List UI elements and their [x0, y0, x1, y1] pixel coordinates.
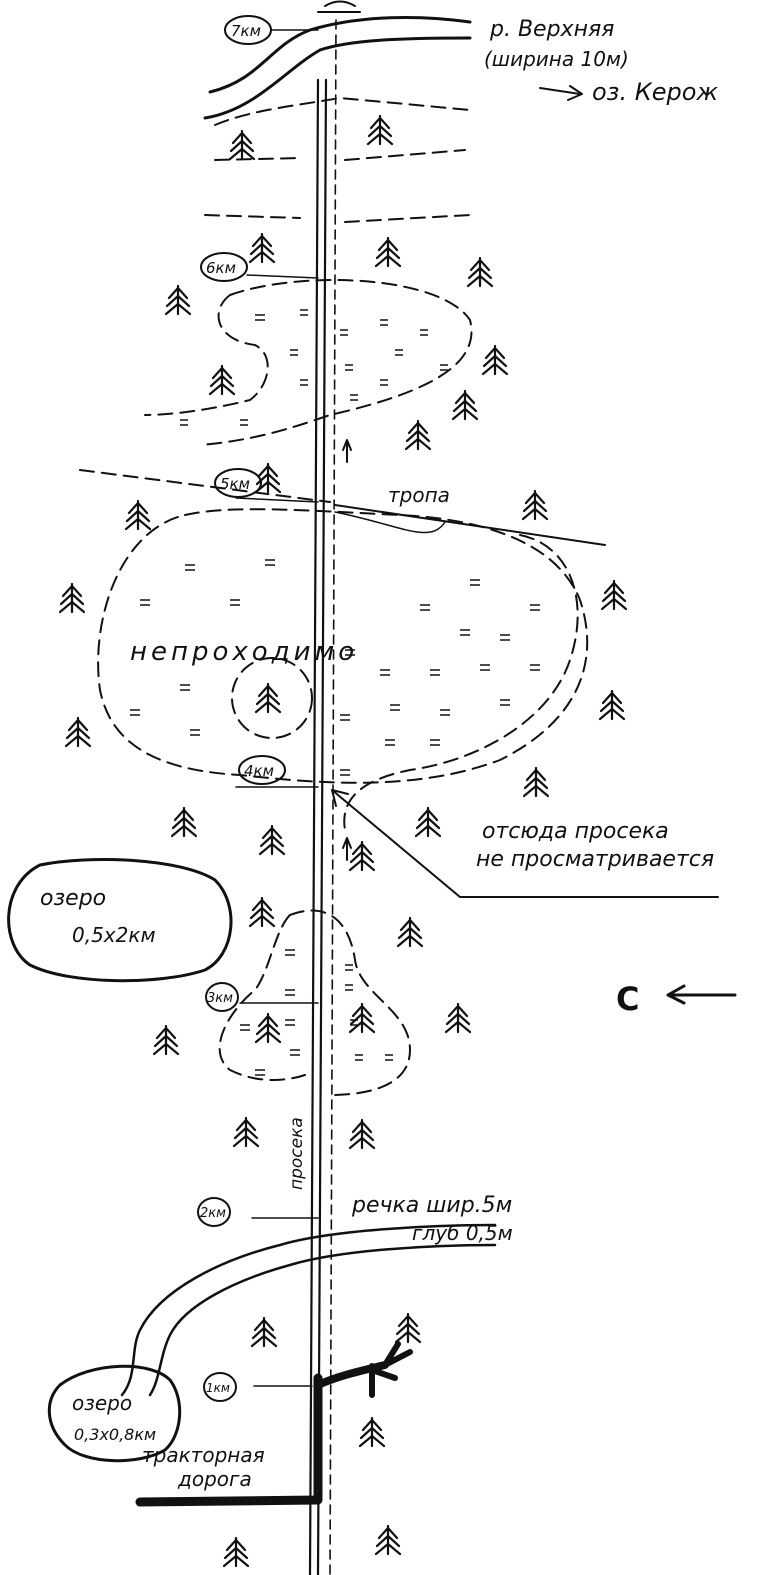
lake-1 [7, 858, 233, 983]
clearing-label: просека [287, 1117, 307, 1190]
svg-text:6км: 6км [206, 259, 236, 277]
tree-icon [358, 1416, 386, 1448]
tree-icon [414, 806, 442, 838]
lake-1-name-label: озеро [40, 886, 106, 911]
tree-icon [374, 1524, 402, 1556]
tree-icon [451, 389, 479, 421]
tree-icon [396, 916, 424, 948]
tree-icon [248, 232, 276, 264]
tree-icon [521, 489, 549, 521]
marsh-impassable [97, 508, 589, 831]
svg-text:5км: 5км [220, 475, 250, 493]
tree-icon [254, 1012, 282, 1044]
trail [79, 469, 606, 546]
tree-icon [481, 344, 509, 376]
tree-icon [232, 1116, 260, 1148]
tractor-road-label-line2: дорога [177, 1467, 252, 1491]
km-marker-2: 2км [197, 1197, 319, 1227]
direction-arrows [342, 439, 352, 861]
tree-icon [64, 716, 92, 748]
tree-icon [348, 840, 376, 872]
km-marker-1: 1км [203, 1372, 313, 1402]
marsh-6km [144, 279, 473, 446]
svg-text:2км: 2км [200, 1206, 226, 1221]
tree-icon [466, 256, 494, 288]
marsh-3km [218, 909, 412, 1096]
tractor-road [135, 1341, 413, 1507]
svg-text:1км: 1км [206, 1381, 230, 1395]
lake-2-name-label: озеро [72, 1391, 132, 1415]
not-visible-pointer [331, 789, 719, 898]
tree-icon [248, 896, 276, 928]
tree-icon [254, 462, 282, 494]
tree-icon [374, 236, 402, 268]
tree-icon [348, 1002, 376, 1034]
svg-text:4км: 4км [244, 762, 274, 780]
lake-2 [47, 1364, 182, 1463]
stream [120, 1223, 497, 1397]
svg-text:7км: 7км [231, 22, 261, 40]
river-top-name-label: р. Верхняя [489, 17, 614, 42]
river-verkhnyaya [203, 0, 472, 120]
tree-icon [222, 1536, 250, 1568]
tree-icon [366, 114, 394, 146]
arrow-to-lake-kerozh [539, 85, 583, 101]
km-marker-3: 3км [205, 982, 319, 1012]
impassable-label: непроходимо [130, 637, 358, 667]
marsh-bands-top [204, 96, 471, 223]
tractor-road-label-line1: тракторная [142, 1443, 265, 1467]
km-marker-7: 7км [224, 15, 319, 45]
lake-kerozh-label: оз. Керож [592, 78, 718, 106]
stream-label-line1: речка шир.5м [351, 1193, 512, 1218]
tree-icon [258, 824, 286, 856]
tree-icon [170, 806, 198, 838]
tree-icon [228, 129, 256, 161]
north-label: С [616, 980, 639, 1018]
north-arrow-icon [666, 984, 737, 1005]
tree-icon [164, 284, 192, 316]
tree-icons [58, 114, 628, 1568]
lake-1-size-label: 0,5х2км [72, 923, 156, 947]
not-visible-label-line1: отсюда просека [482, 819, 669, 844]
tree-icon [250, 1316, 278, 1348]
tree-icon [208, 364, 236, 396]
tree-icon [152, 1024, 180, 1056]
tree-icon [348, 1118, 376, 1150]
tree-icon [444, 1002, 472, 1034]
km-marker-4: 4км [235, 755, 319, 788]
lake-2-size-label: 0,3х0,8км [74, 1425, 156, 1444]
tree-icon [394, 1312, 422, 1344]
km-markers: 7км 6км 5км 4км 3км 2км [197, 15, 319, 1402]
river-top-width-label: (ширина 10м) [484, 47, 629, 71]
km-marker-5: 5км [214, 468, 319, 503]
km-marker-6: 6км [200, 252, 319, 282]
stream-label-line2: глуб 0,5м [412, 1221, 513, 1245]
svg-text:3км: 3км [207, 991, 233, 1006]
tree-icon [254, 682, 282, 714]
marsh-symbols [130, 309, 540, 1076]
tree-icon [404, 419, 432, 451]
tree-icon [58, 582, 86, 614]
clearing-lines [308, 19, 337, 1575]
tree-icon [598, 689, 626, 721]
tree-icon [124, 499, 152, 531]
tree-icon [522, 766, 550, 798]
tree-icon [600, 579, 628, 611]
not-visible-label-line2: не просматривается [476, 847, 714, 872]
trail-label: тропа [388, 483, 450, 507]
